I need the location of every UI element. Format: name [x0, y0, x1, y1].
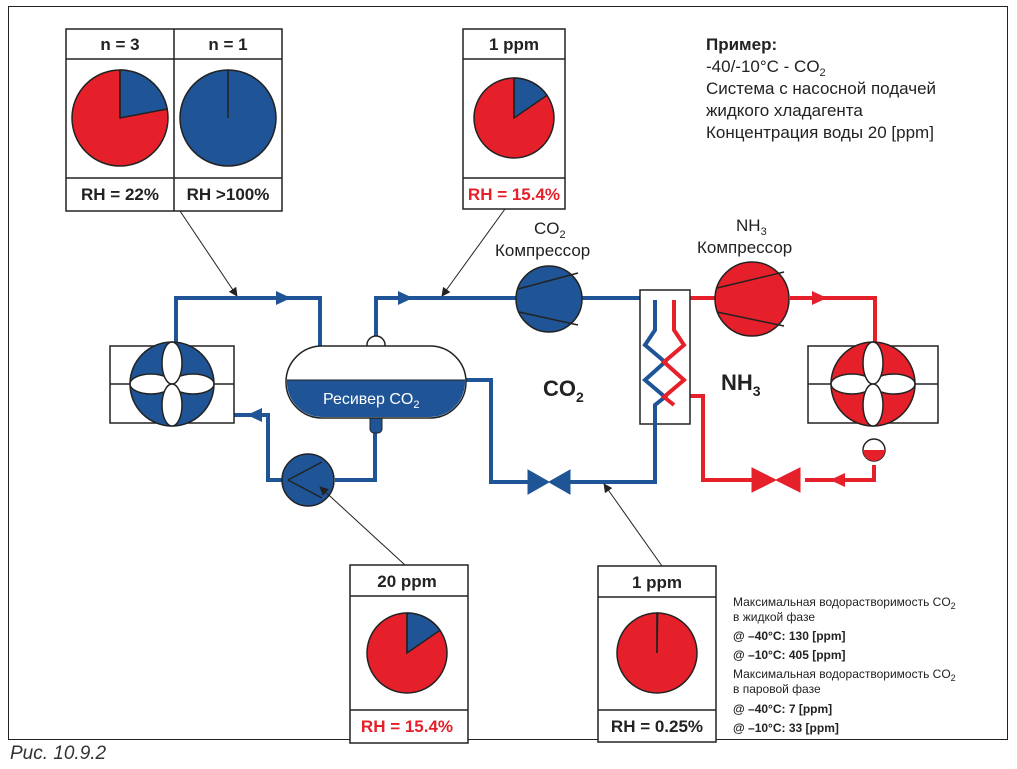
nh3-loop-label: NH3 [721, 370, 761, 399]
nh3-compressor-label: NH3 [736, 216, 767, 238]
solubility-liquid-title: Максимальная водорастворимость CO2 [733, 595, 956, 611]
pie-evap-left [71, 69, 169, 167]
example-note: Пример: -40/-10°C - CO2 Система с насосн… [706, 35, 936, 142]
nh3-expansion-valve [751, 467, 801, 493]
pointer-lines [179, 208, 663, 567]
suction-pipe [374, 296, 519, 345]
evaporator-return-pipe [174, 296, 322, 360]
example-line3: жидкого хладагента [706, 101, 863, 120]
nh3-compressor-name: Компрессор [697, 238, 792, 257]
figure-caption: Рис. 10.9.2 [10, 743, 107, 764]
nh3-compressor [714, 261, 790, 337]
evap-left-footer: RH = 22% [81, 185, 159, 204]
solubility-notes: Максимальная водорастворимость CO2 в жид… [733, 595, 956, 735]
solubility-vapor-v2: @ –10°C: 33 [ppm] [733, 721, 839, 735]
info-box-evaporator: n = 3 n = 1 RH = 22% RH >100% [65, 28, 283, 212]
suction-footer: RH = 15.4% [468, 185, 560, 204]
solubility-vapor-line2: в паровой фазе [733, 682, 821, 696]
evap-right-header: n = 1 [208, 35, 247, 54]
nh3-condenser [807, 341, 939, 462]
solubility-vapor-v1: @ –40°C: 7 [ppm] [733, 702, 832, 716]
pump-header: 20 ppm [377, 572, 437, 591]
solubility-liquid-v1: @ –40°C: 130 [ppm] [733, 629, 846, 643]
co2-compressor [515, 265, 583, 333]
pie-evap-right [179, 69, 277, 167]
liquid-header: 1 ppm [632, 573, 682, 592]
pump-discharge-pipe [234, 413, 282, 482]
co2-evaporator [109, 341, 235, 427]
example-title: Пример: [706, 35, 777, 54]
pump-footer: RH = 15.4% [361, 717, 453, 736]
nh3-discharge-pipe [790, 296, 877, 345]
receiver-label: Ресивер CO2 [323, 391, 420, 411]
nh3-liquid-pipe [805, 465, 876, 482]
co2-receiver: Ресивер CO2 [285, 335, 467, 434]
pump-body [281, 453, 335, 507]
co2-compressor-body [515, 265, 583, 333]
pie-liquid [616, 612, 698, 694]
diagram-frame [8, 6, 1008, 740]
info-box-pump: 20 ppm RH = 15.4% [349, 564, 469, 744]
evap-right-footer: RH >100% [187, 185, 270, 204]
info-box-suction: 1 ppm RH = 15.4% [462, 28, 566, 210]
solubility-vapor-title: Максимальная водорастворимость CO2 [733, 667, 956, 683]
receiver-liquid-pipe [466, 378, 530, 484]
flow-arrows [247, 291, 845, 487]
solubility-liquid-v2: @ –10°C: 405 [ppm] [733, 648, 846, 662]
example-line1: -40/-10°C - CO2 [706, 57, 826, 79]
liquid-footer: RH = 0.25% [611, 717, 703, 736]
receiver-liquid [286, 380, 466, 418]
co2-loop-label: CO2 [543, 376, 584, 405]
cascade-heat-exchanger [639, 289, 691, 478]
pie-water-slice [119, 69, 169, 119]
example-line2: Система с насосной подачей [706, 79, 936, 98]
example-line4: Концентрация воды 20 [ppm] [706, 123, 934, 142]
flow-arrow-evap [276, 291, 291, 305]
pie-pump [366, 612, 448, 694]
flow-arrow-suction [398, 291, 413, 305]
pump-suction-pipe [335, 415, 377, 482]
co2-pump [281, 453, 335, 507]
co2-compressor-label: CO2 [534, 219, 566, 241]
flow-arrow-return [247, 408, 262, 422]
pie-suction [473, 77, 555, 159]
flow-arrow-nh3-return [830, 473, 845, 487]
solubility-liquid-line2: в жидкой фазе [733, 610, 815, 624]
suction-header: 1 ppm [489, 35, 539, 54]
flow-arrow-nh3 [812, 291, 827, 305]
co2-expansion-valve [527, 469, 571, 495]
evap-left-header: n = 3 [100, 35, 139, 54]
co2-compressor-name: Компрессор [495, 241, 590, 260]
nh3-compressor-body [714, 261, 790, 337]
info-box-liquid: 1 ppm RH = 0.25% [597, 565, 717, 743]
heat-exchanger-box [639, 289, 691, 425]
